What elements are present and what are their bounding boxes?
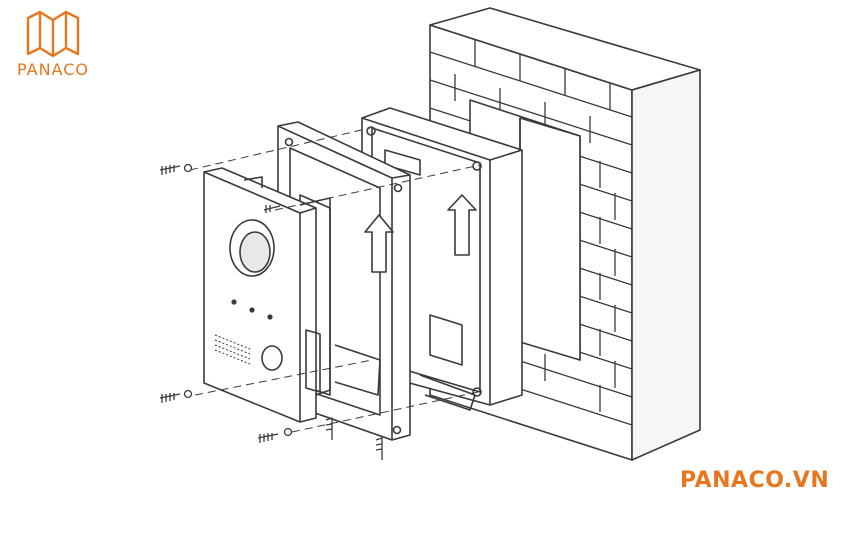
website-label: PANACO.VN (680, 468, 830, 493)
door-station-panel (203, 167, 331, 423)
screw-icon (159, 163, 383, 460)
brand-logo: PANACO (8, 10, 98, 85)
logo-text: PANACO (17, 60, 89, 79)
assembly-guide-lines (189, 127, 481, 433)
book-logo-icon (26, 10, 80, 58)
